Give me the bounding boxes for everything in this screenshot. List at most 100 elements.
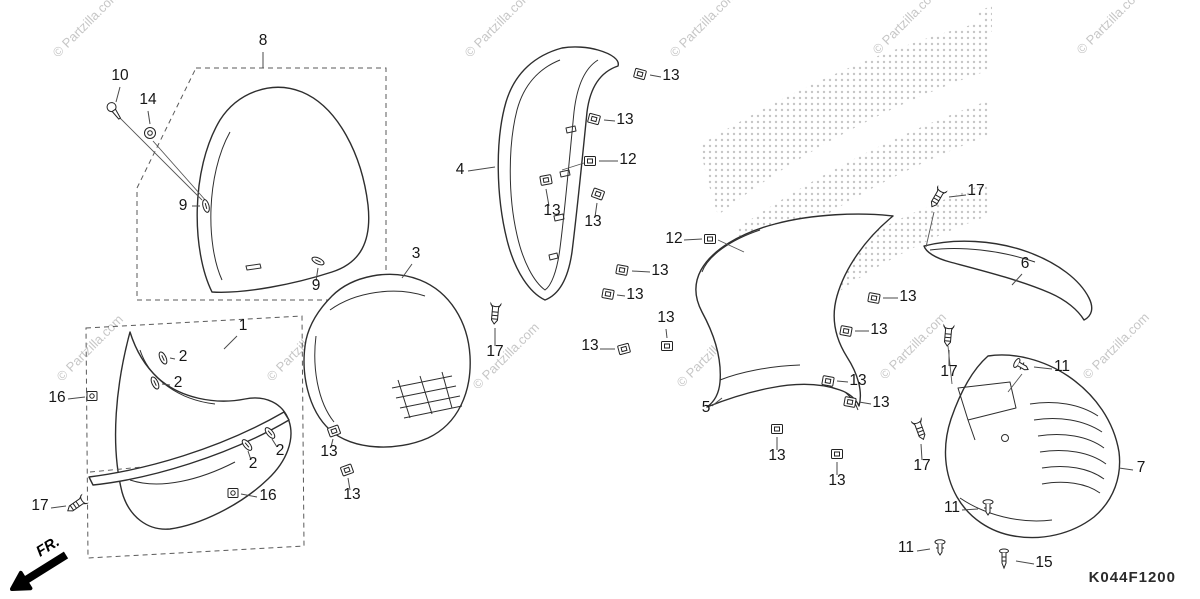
part-number-6[interactable]: 6 [1021,255,1030,272]
lower-cowl-inner-line-a [139,349,216,405]
watermark-text: © Partzilla.com [462,0,535,60]
leader-line [467,166,496,172]
clip-fastener-icon [831,449,843,459]
part-number-17[interactable]: 17 [967,182,984,199]
part-number-17[interactable]: 17 [486,343,503,360]
part-number-13[interactable]: 13 [320,443,337,460]
part-number-17[interactable]: 17 [940,363,957,380]
part-number-13[interactable]: 13 [828,472,845,489]
leader-line [858,401,872,405]
part-number-13[interactable]: 13 [651,262,668,279]
nut-fastener-icon [144,127,156,139]
part-number-13[interactable]: 13 [849,372,866,389]
watermark-text: © Partzilla.com [667,0,740,60]
leader-line [147,110,151,125]
leader-line [631,270,651,273]
bolt15-fastener-icon [999,548,1009,569]
under-cowl-louvers [1029,402,1107,494]
part-number-11[interactable]: 11 [944,499,960,516]
part-number-13[interactable]: 13 [581,337,598,354]
part-number-2[interactable]: 2 [249,455,258,472]
side-cowl-inner-line-a [701,229,761,273]
windshield-part-8[interactable] [196,86,370,293]
part-number-2[interactable]: 2 [174,374,183,391]
watermark-text: © Partzilla.com [50,0,123,60]
part-number-9[interactable]: 9 [312,277,321,294]
part-number-7[interactable]: 7 [1137,459,1146,476]
part-number-13[interactable]: 13 [626,286,643,303]
side-cowl-part-5[interactable] [695,213,894,408]
part-number-13[interactable]: 13 [899,288,916,305]
bolt-fastener-icon [104,100,124,122]
part-number-15[interactable]: 15 [1035,554,1052,571]
leader-line [247,450,252,461]
leader-line [1118,467,1134,471]
part-number-13[interactable]: 13 [543,202,560,219]
watermark-text: © Partzilla.com [1080,310,1153,383]
windshield-inner-line [210,131,231,281]
front-cowl-part-3[interactable] [303,273,471,448]
clip-fastener-icon [661,341,673,351]
part-number-3[interactable]: 3 [412,245,421,262]
center-panel-part-4[interactable] [497,46,619,301]
fr-direction-arrow: FR. [10,533,69,591]
under-cowl-part-7[interactable] [944,354,1121,539]
clip-fastener-icon [704,234,716,244]
assembly-line [561,162,585,171]
part-number-2[interactable]: 2 [179,348,188,365]
part-number-4[interactable]: 4 [456,161,465,178]
clip-fastener-icon [587,112,601,126]
part-number-13[interactable]: 13 [616,111,633,128]
part-number-13[interactable]: 13 [657,309,674,326]
part-number-13[interactable]: 13 [768,447,785,464]
clip-fastener-icon [843,396,857,408]
part-number-8[interactable]: 8 [259,32,268,49]
side-garnish-inner-line [929,248,1036,263]
leader-line [50,505,67,509]
leader-line [961,508,979,511]
assembly-line [717,239,745,253]
part-number-13[interactable]: 13 [870,321,887,338]
part-number-10[interactable]: 10 [111,67,129,84]
part-number-5[interactable]: 5 [702,399,711,416]
lower-cowl-trim-strip[interactable] [88,411,290,486]
under-cowl-hole [1001,434,1009,442]
part-number-13[interactable]: 13 [584,213,601,230]
rivet-fastener-icon [934,539,946,556]
part-number-14[interactable]: 14 [139,91,157,108]
part-number-2[interactable]: 2 [276,442,285,459]
leader-line [545,188,550,207]
clip-fastener-icon [821,375,835,387]
lower-cowl-part-1[interactable] [114,331,292,530]
part-number-11[interactable]: 11 [1054,358,1070,375]
part-number-9[interactable]: 9 [179,197,188,214]
leader-line [665,328,668,339]
clip-fastener-icon [590,187,606,201]
center-panel-tabs [548,125,577,261]
part-number-13[interactable]: 13 [343,486,360,503]
part-number-16[interactable]: 16 [259,487,276,504]
part-number-11[interactable]: 11 [898,539,914,556]
part-number-12[interactable]: 12 [665,230,682,247]
leader-line [683,238,703,241]
screw-fastener-icon [64,494,88,516]
part-number-1[interactable]: 1 [239,317,248,334]
part-number-17[interactable]: 17 [31,497,48,514]
clip-fastener-icon [339,463,355,477]
part-number-16[interactable]: 16 [48,389,65,406]
screw-fastener-icon [941,325,955,347]
watermark-text: © Partzilla.com [470,320,543,393]
oval-fastener-icon [157,350,169,366]
leader-line [1015,560,1035,565]
part-number-13[interactable]: 13 [662,67,679,84]
callout-layer: 8101499312222161617417121256171717111111… [31,32,1145,571]
part-number-12[interactable]: 12 [619,151,636,168]
part-number-13[interactable]: 13 [872,394,889,411]
lower-cowl-inner-line-b [129,461,236,485]
leader-line [948,194,967,198]
front-cowl-vent-grid [391,371,463,419]
grommet-fastener-icon [227,488,239,498]
side-garnish-part-6[interactable] [923,240,1093,321]
part-number-17[interactable]: 17 [913,457,930,474]
